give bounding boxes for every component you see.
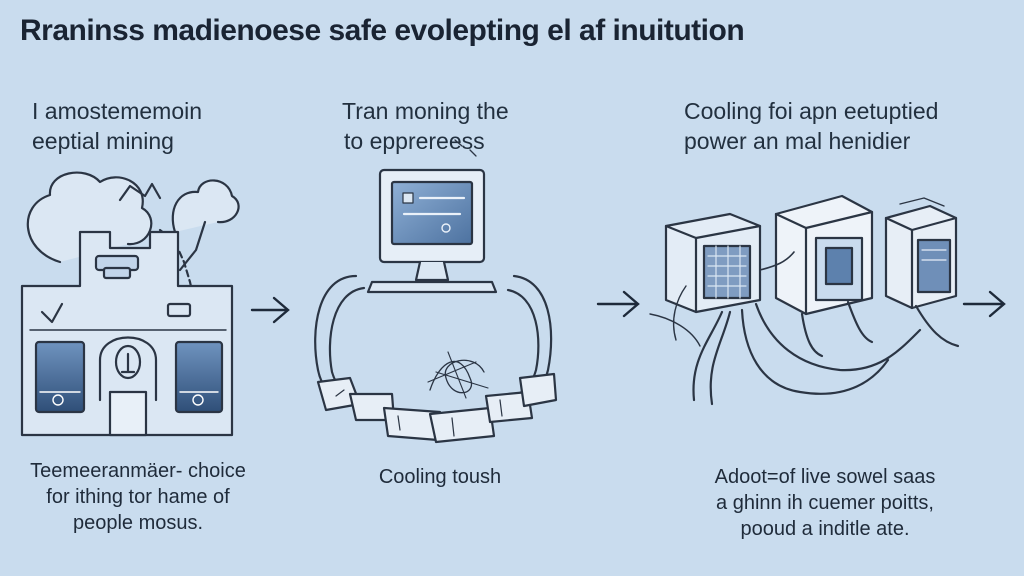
panel-3-heading-line2: power an mal henidier [684, 128, 911, 154]
diagram-title: Rraninss madienoese safe evolepting el a… [20, 14, 745, 47]
mining-facility-icon [20, 171, 240, 437]
panel-1-heading-line1: I amostememoin [32, 98, 203, 124]
arrow-right-icon [250, 296, 290, 324]
panel-2-heading-line2: to epprereess [344, 128, 485, 154]
panel-1-heading-line2: eeptial mining [32, 128, 174, 154]
panel-3-caption-line1: Adoot=of live sowel saas [714, 466, 936, 488]
panel-2-heading-line1: Tran moning the [342, 98, 509, 124]
panel-2-caption: Cooling toush [330, 464, 550, 490]
panel-3-caption: Adoot=of live sowel saas a ghinn ih cuem… [680, 464, 970, 542]
panel-2-caption-line1: Cooling toush [378, 466, 502, 488]
panel-2-heading: Tran moning the to epprereess [330, 96, 570, 156]
arrow-right-icon [596, 290, 640, 318]
panel-1-caption-line2: for ithing tor hame of [46, 486, 230, 508]
arrow-right-icon [962, 290, 1006, 318]
panel-3-caption-line3: pooud a inditle ate. [740, 518, 910, 540]
server-units-icon [649, 194, 960, 406]
panel-3-heading: Cooling foi apn eetuptied power an mal h… [672, 96, 1002, 156]
panel-1-caption-line1: Teemeeranmäer- choice [30, 460, 246, 482]
panel-1-caption-line3: people mosus. [72, 512, 204, 534]
panel-3-caption-line2: a ghinn ih cuemer poitts, [716, 492, 934, 514]
panel-1-caption: Teemeeranmäer- choice for ithing tor ham… [10, 458, 266, 536]
panel-1-heading: I amostememoin eeptial mining [18, 96, 248, 156]
panel-3-heading-line1: Cooling foi apn eetuptied [684, 98, 939, 124]
computer-cooling-icon [314, 139, 558, 444]
